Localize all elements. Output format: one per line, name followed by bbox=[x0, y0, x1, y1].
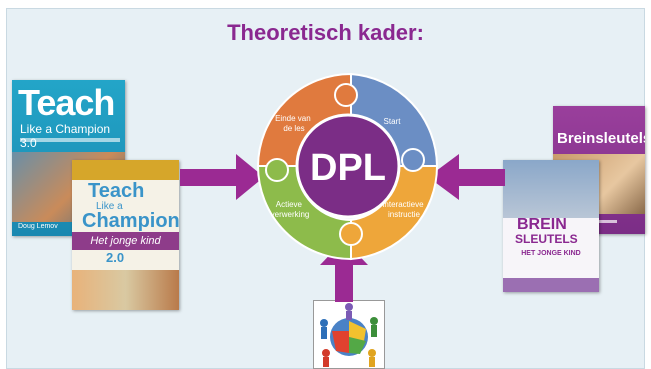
label-bottom-left: Actieve verwerking bbox=[271, 200, 310, 219]
book-teach-like-a-champion-jonge-kind: Teach Like a Champion Het jonge kind 2.0 bbox=[72, 160, 179, 310]
book-title: Teach bbox=[18, 82, 115, 123]
book-tagline bbox=[20, 138, 120, 142]
label-top-left: Einde van de les bbox=[275, 114, 313, 133]
knob-right bbox=[401, 148, 425, 172]
book-top-band bbox=[72, 160, 179, 180]
puzzle-people-icon bbox=[320, 303, 378, 367]
knob-bottom bbox=[339, 222, 363, 246]
center-circle bbox=[295, 113, 401, 219]
book-breinsleutels-jonge-kind: BREIN SLEUTELS HET JONGE KIND bbox=[503, 160, 599, 292]
book-bottom-band bbox=[503, 278, 599, 292]
book-cover-photo bbox=[503, 160, 599, 218]
slide-title: Theoretisch kader: bbox=[227, 20, 424, 45]
book-title: Breinsleutels bbox=[557, 130, 645, 147]
book-subtitle: HET JONGE KIND bbox=[521, 250, 581, 257]
segment-bottom-left bbox=[256, 165, 352, 261]
book-author: Doug Lemov bbox=[18, 223, 58, 230]
label-top-right: Start bbox=[384, 117, 402, 126]
label-bottom-right: Interactieve instructie bbox=[382, 200, 426, 219]
book-title-line2: SLEUTELS bbox=[515, 232, 578, 246]
center-label: DPL bbox=[310, 147, 386, 189]
puzzle-people-image bbox=[313, 300, 385, 369]
label-bottom-right-line2: instructie bbox=[388, 210, 421, 219]
book-champion-text: Champion bbox=[82, 210, 179, 232]
label-top-left-line1: Einde van bbox=[275, 114, 311, 123]
arrow-left bbox=[180, 154, 264, 200]
book-title: Teach bbox=[88, 180, 145, 202]
label-bottom-left-line1: Actieve bbox=[276, 200, 303, 209]
arrow-right bbox=[428, 154, 505, 200]
label-bottom-right-line1: Interactieve bbox=[382, 200, 424, 209]
book-band-text: Het jonge kind bbox=[72, 232, 179, 250]
knob-top bbox=[334, 83, 358, 107]
label-bottom-left-line2: verwerking bbox=[271, 210, 310, 219]
book-like-text: Like a bbox=[96, 201, 123, 212]
book-version: 2.0 bbox=[106, 250, 125, 265]
label-top-left-line2: de les bbox=[283, 124, 304, 133]
book-cover-photo bbox=[72, 270, 179, 310]
knob-left bbox=[265, 158, 289, 182]
book-title-line1: BREIN bbox=[517, 216, 567, 233]
